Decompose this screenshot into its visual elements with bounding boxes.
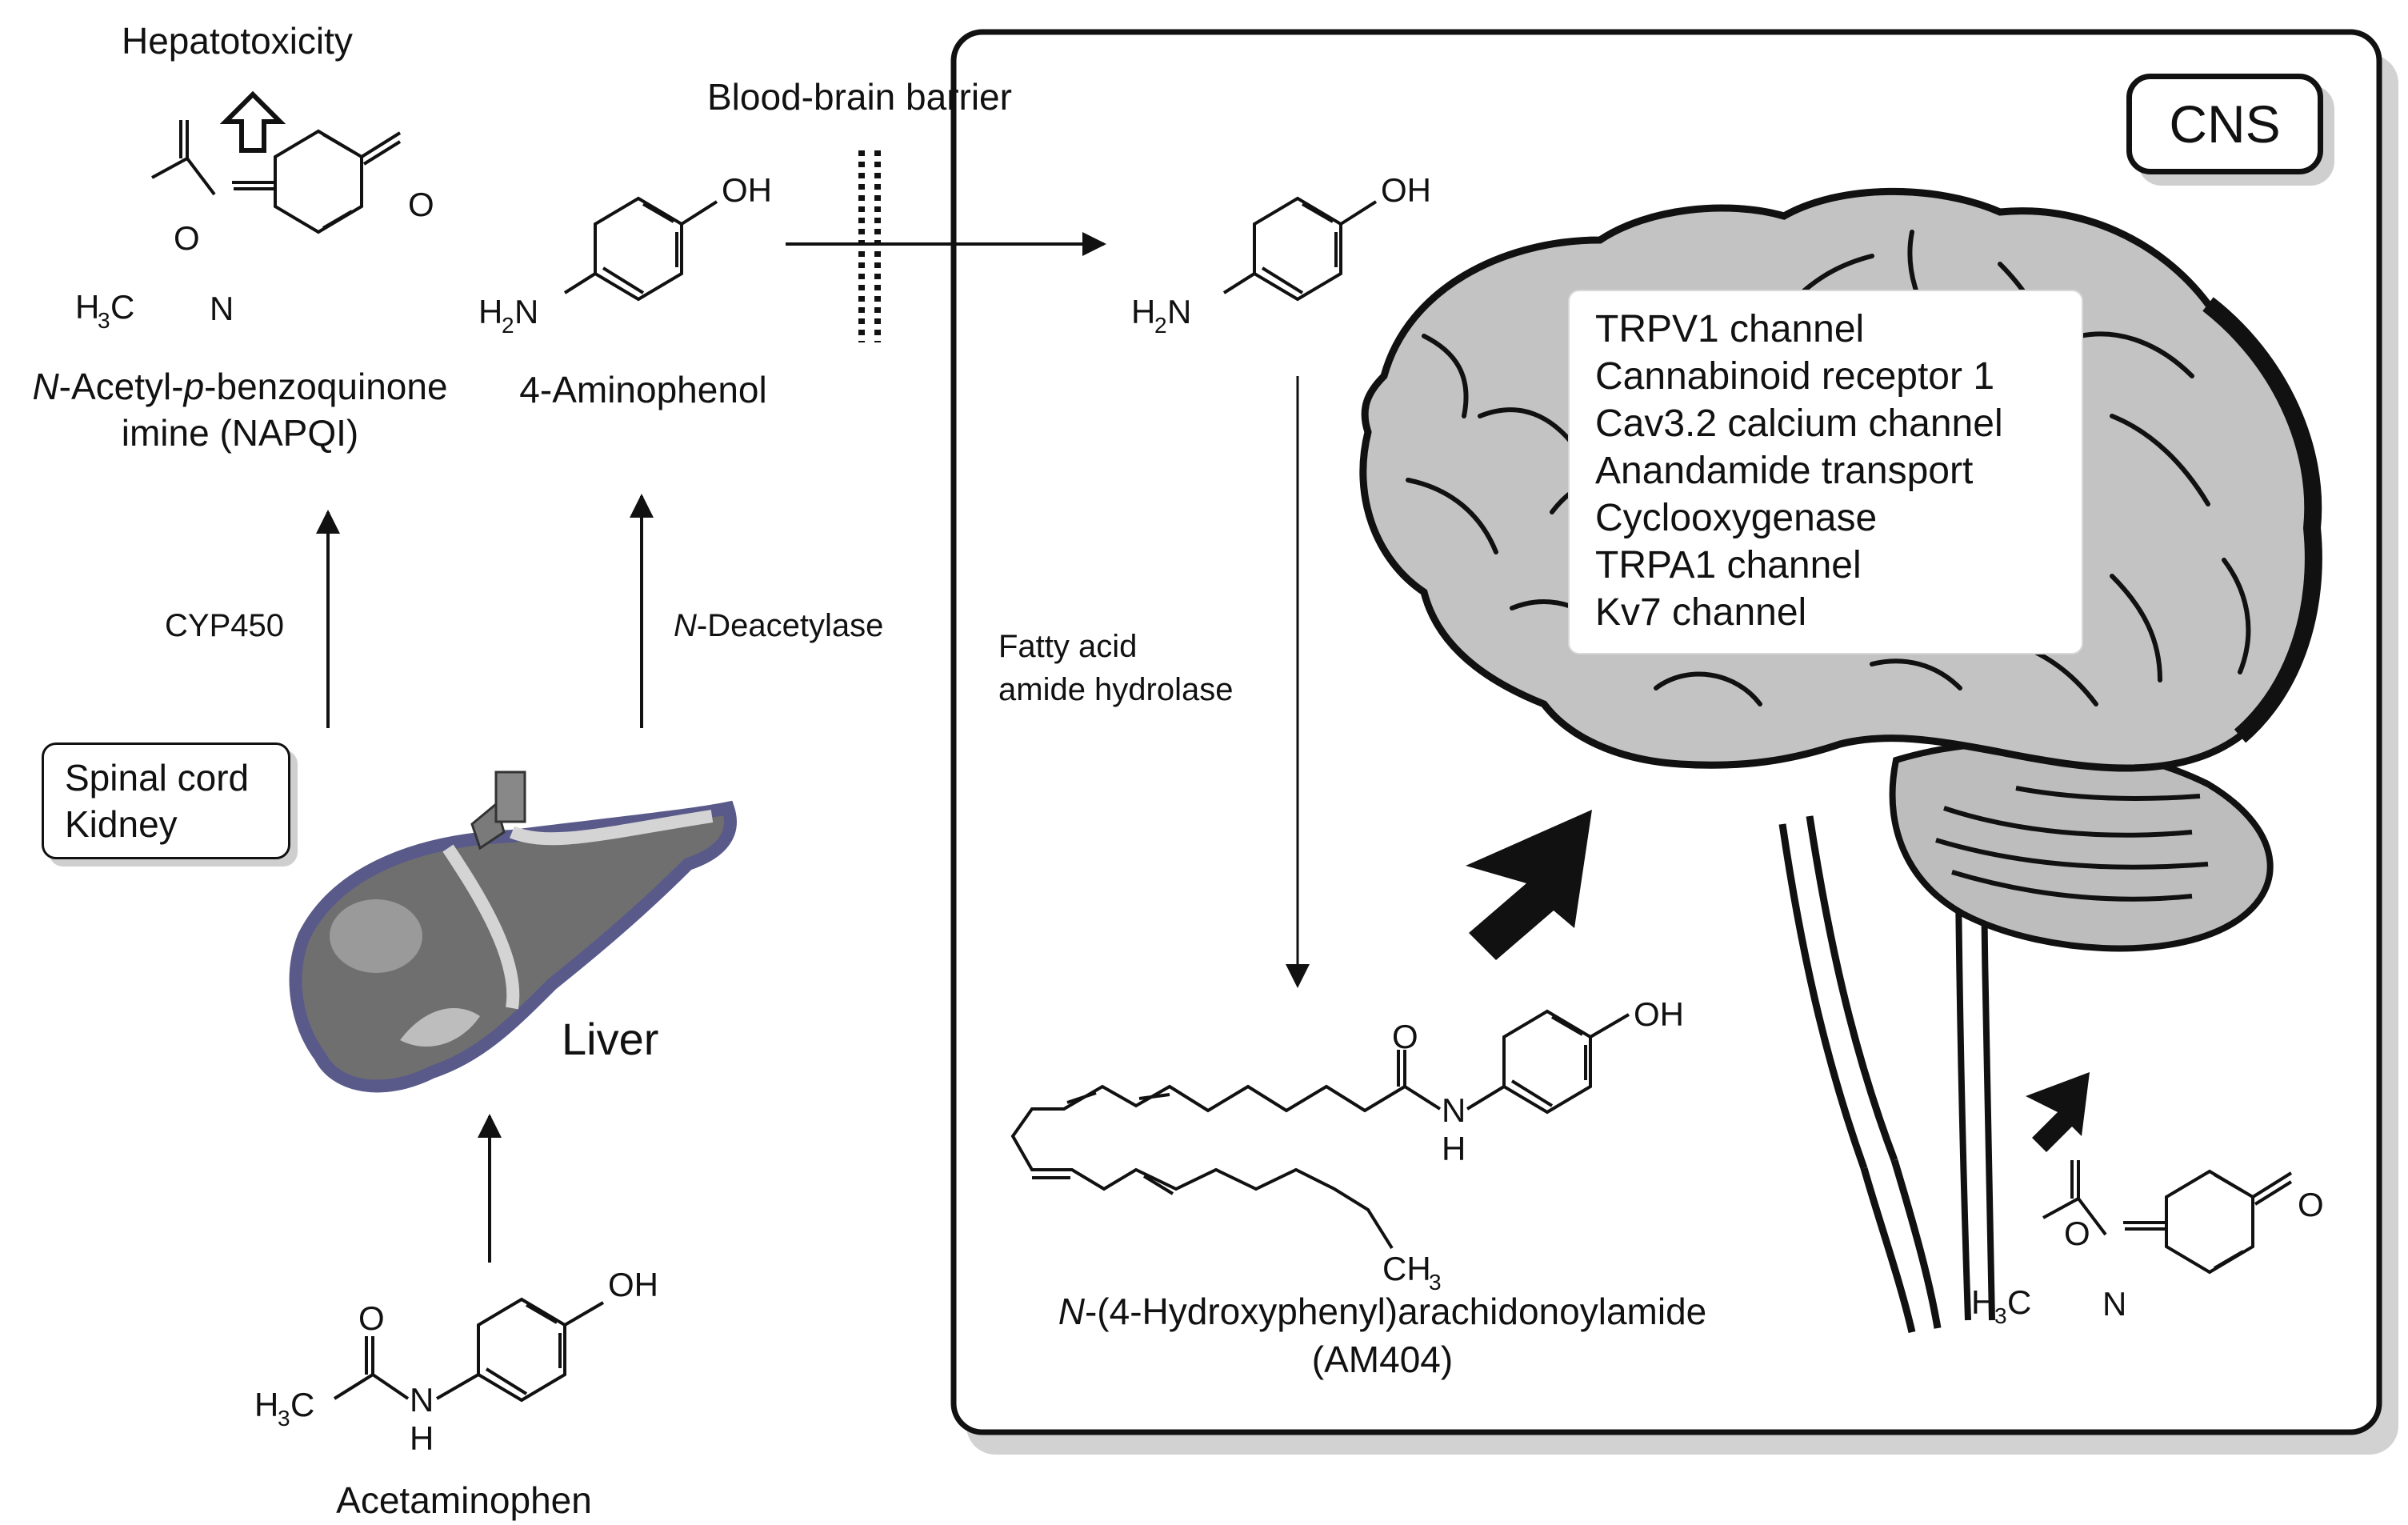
am404-h: H bbox=[1442, 1130, 1466, 1167]
am404-o: O bbox=[1392, 1018, 1418, 1055]
am404-abbrev: (AM404) bbox=[1311, 1339, 1454, 1380]
napqi-name-line1: N-Acetyl-p-benzoquinone bbox=[32, 366, 448, 407]
tissue-box: Spinal cord Kidney bbox=[42, 742, 290, 859]
target-item: Anandamide transport bbox=[1595, 450, 1974, 492]
cyp450-label: CYP450 bbox=[165, 608, 284, 643]
target-item: TRPV1 channel bbox=[1595, 308, 1865, 350]
svg-text:CH: CH bbox=[1382, 1250, 1431, 1287]
aminophenol-right-structure bbox=[1222, 196, 1378, 302]
napqi-bottom-h3c: H 3 C bbox=[1971, 1283, 2031, 1328]
am404-oh: OH bbox=[1634, 995, 1684, 1033]
faah-label-line1: Fatty acid bbox=[998, 629, 1138, 664]
svg-text:N: N bbox=[514, 293, 538, 330]
aminophenol-left-h2n: H 2 N bbox=[478, 293, 538, 338]
acetaminophen-o: O bbox=[358, 1299, 385, 1337]
targets-box: TRPV1 channel Cannabinoid receptor 1 Cav… bbox=[1568, 290, 2083, 654]
target-item: Cyclooxygenase bbox=[1595, 497, 1878, 539]
napqi-bottom-n: N bbox=[2102, 1285, 2126, 1323]
napqi-name-line2: imine (NAPQI) bbox=[121, 412, 359, 454]
am404-n: N bbox=[1442, 1091, 1466, 1129]
svg-text:H: H bbox=[75, 288, 99, 326]
napqi-top-structure bbox=[151, 120, 402, 234]
target-item: Cav3.2 calcium channel bbox=[1595, 402, 2003, 445]
svg-text:H: H bbox=[254, 1386, 278, 1423]
am404-name: N-(4-Hydroxyphenyl)arachidonoylamide bbox=[1058, 1291, 1707, 1332]
hollow-up-arrow-icon bbox=[219, 90, 286, 153]
svg-text:H: H bbox=[1971, 1283, 1995, 1321]
liver-label: Liver bbox=[562, 1014, 659, 1064]
tissue-spinal-cord: Spinal cord bbox=[65, 757, 250, 799]
aminophenol-left-structure bbox=[563, 196, 718, 302]
acetaminophen-name: Acetaminophen bbox=[336, 1479, 592, 1521]
napqi-top-h3c: H 3 C bbox=[75, 288, 134, 333]
liver-illustration bbox=[289, 771, 737, 1093]
target-item: Cannabinoid receptor 1 bbox=[1595, 355, 1995, 398]
aminophenol-right-oh: OH bbox=[1381, 171, 1431, 209]
black-arrow-icon bbox=[1466, 810, 1592, 960]
aminophenol-name: 4-Aminophenol bbox=[519, 369, 767, 410]
target-item: Kv7 channel bbox=[1595, 591, 1807, 634]
black-arrow-small-icon bbox=[2026, 1072, 2090, 1152]
svg-text:2: 2 bbox=[502, 313, 514, 338]
acetaminophen-h: H bbox=[410, 1419, 434, 1457]
blood-brain-barrier-label: Blood-brain barrier bbox=[707, 76, 1012, 118]
deacetylase-label: N-Deacetylase bbox=[674, 608, 884, 643]
tissue-kidney: Kidney bbox=[65, 803, 178, 845]
svg-text:3: 3 bbox=[98, 308, 110, 333]
cns-badge: CNS bbox=[2126, 74, 2323, 174]
acetaminophen-oh: OH bbox=[608, 1266, 658, 1303]
acetaminophen-n: N bbox=[410, 1381, 434, 1419]
acetaminophen-structure bbox=[333, 1297, 605, 1403]
svg-text:2: 2 bbox=[1154, 313, 1167, 338]
napqi-bottom-structure bbox=[2042, 1160, 2293, 1275]
svg-text:3: 3 bbox=[1994, 1303, 2007, 1328]
am404-structure bbox=[1010, 1009, 1630, 1250]
targets-list: TRPV1 channel Cannabinoid receptor 1 Cav… bbox=[1570, 291, 2082, 636]
faah-label-line2: amide hydrolase bbox=[998, 672, 1234, 707]
napqi-top-n: N bbox=[210, 290, 234, 327]
aminophenol-right-h2n: H 2 N bbox=[1131, 293, 1191, 338]
svg-text:3: 3 bbox=[1429, 1270, 1442, 1295]
am404-ch3: CH 3 bbox=[1382, 1250, 1442, 1295]
aminophenol-left-oh: OH bbox=[722, 171, 772, 209]
target-item: TRPA1 channel bbox=[1595, 544, 1862, 586]
svg-text:H: H bbox=[1131, 293, 1155, 330]
hepatotoxicity-label: Hepatotoxicity bbox=[122, 20, 353, 62]
svg-text:3: 3 bbox=[278, 1406, 290, 1431]
napqi-bottom-o-carbonyl: O bbox=[2064, 1215, 2090, 1252]
svg-text:N: N bbox=[1167, 293, 1191, 330]
napqi-top-o: O bbox=[408, 186, 434, 223]
svg-text:C: C bbox=[110, 288, 134, 326]
svg-text:H: H bbox=[478, 293, 502, 330]
svg-text:C: C bbox=[2007, 1283, 2031, 1321]
napqi-top-o-carbonyl: O bbox=[174, 219, 200, 257]
acetaminophen-h3c: H 3 C bbox=[254, 1386, 314, 1431]
napqi-bottom-o: O bbox=[2298, 1186, 2324, 1223]
svg-text:C: C bbox=[290, 1386, 314, 1423]
